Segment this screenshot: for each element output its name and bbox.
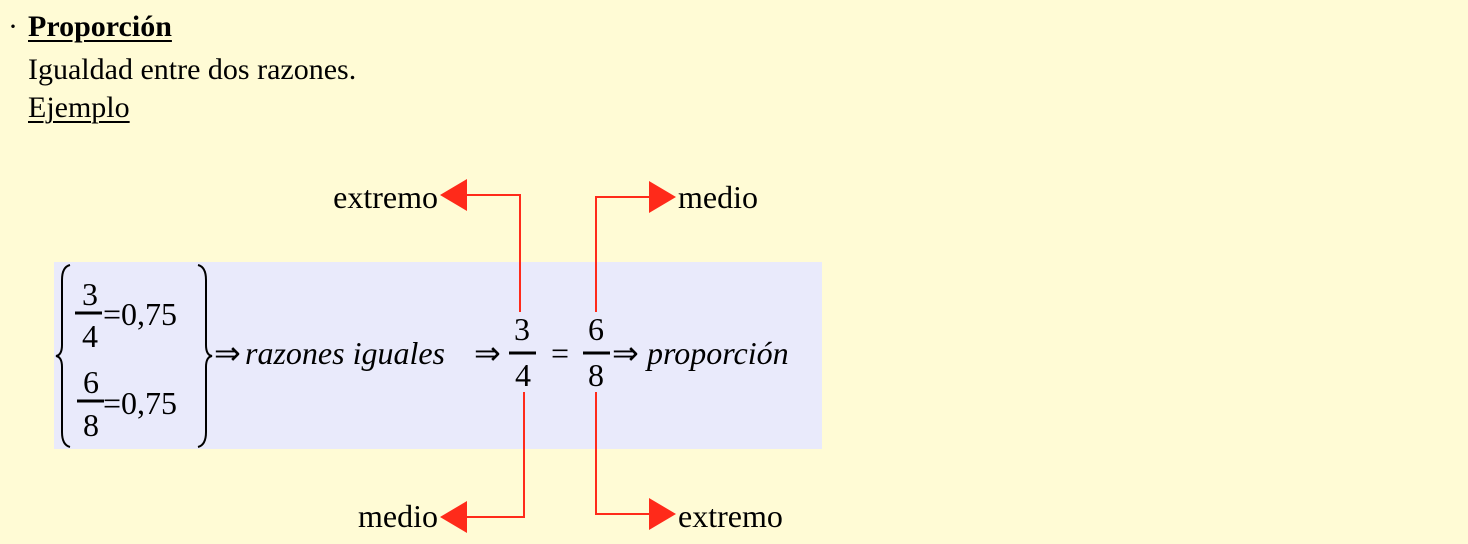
system-2-result: =0,75 [103,385,177,421]
label-medio-top: medio [678,179,758,215]
arrow-bottom-right [595,392,676,530]
implies-arrow: ⇒ [612,335,639,371]
system-2-denominator: 8 [83,407,99,443]
section-title: Proporción [28,10,172,43]
equals-sign: = [551,335,569,371]
system-1-result: =0,75 [103,296,177,332]
fraction-1-denominator: 4 [515,357,531,393]
arrow-top-right [595,181,676,312]
fraction-2-denominator: 8 [588,357,604,393]
implies-arrow: ⇒ [214,335,241,371]
implies-arrow: ⇒ [474,335,501,371]
label-extremo-top: extremo [333,179,438,215]
arrow-top-left [440,179,521,312]
system-1-numerator: 3 [82,276,98,312]
bullet: · [8,10,18,43]
system-2-numerator: 6 [83,364,99,400]
example-box [54,262,822,449]
razones-iguales-text: razones iguales [245,335,445,371]
fraction-2-numerator: 6 [588,311,604,347]
system-1-denominator: 4 [82,318,98,354]
definition-text: Igualdad entre dos razones. [28,53,357,86]
label-medio-bottom: medio [358,498,438,534]
arrow-bottom-left [440,392,525,533]
left-brace [55,264,71,448]
proporcion-text: proporción [645,335,789,371]
right-brace [197,264,213,448]
example-link[interactable]: Ejemplo [28,91,130,124]
label-extremo-bottom: extremo [678,498,783,534]
fraction-1-numerator: 3 [514,311,530,347]
